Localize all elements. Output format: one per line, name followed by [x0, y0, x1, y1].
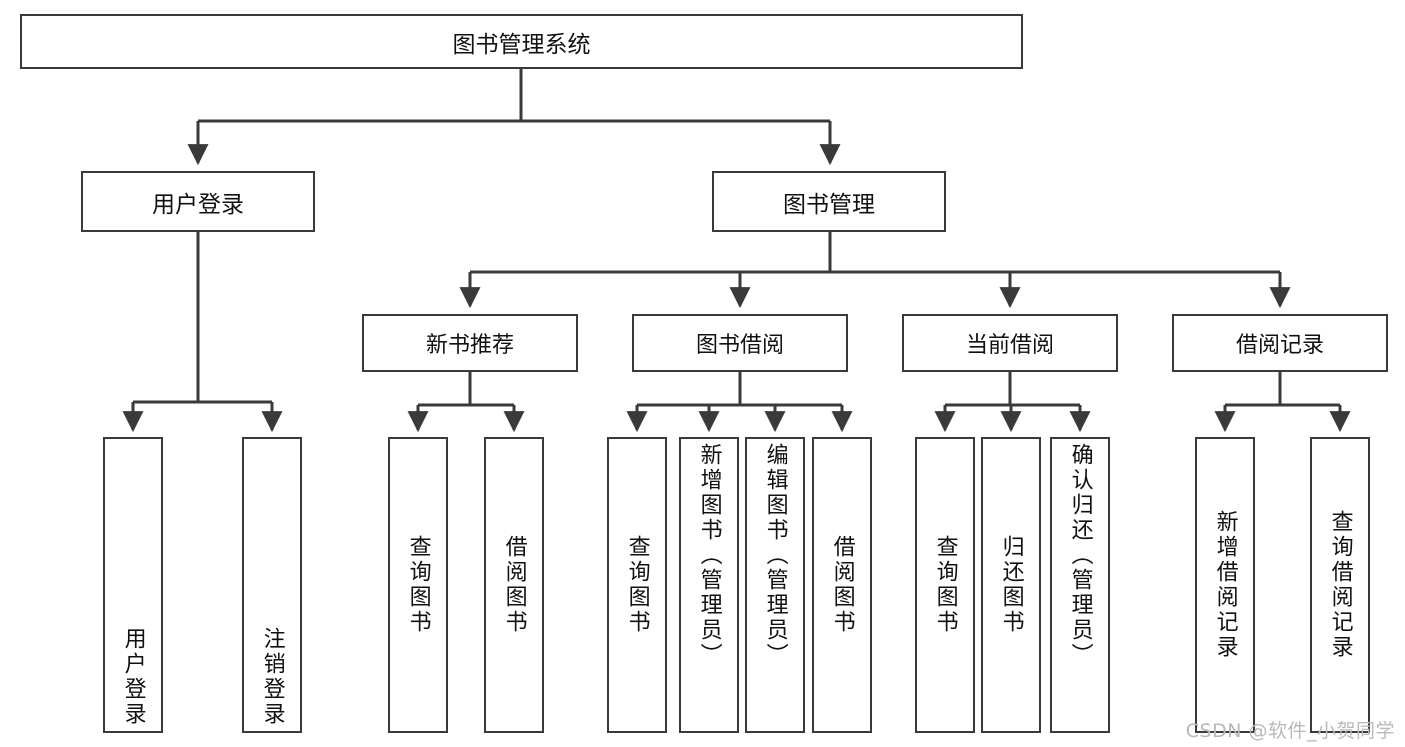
node-leaf-add-borrow-record-label: 新增借阅记录	[1212, 510, 1238, 660]
node-leaf-add-book-admin-label: 新增图书（管理员）	[696, 443, 722, 668]
node-borrow-record-label: 借阅记录	[1235, 333, 1324, 358]
node-leaf-query-book-borrow-label: 查询图书	[624, 535, 650, 635]
node-leaf-confirm-return-admin-label: 确认归还（管理员）	[1067, 443, 1093, 668]
node-new-book-recommend[interactable]: 新书推荐	[362, 314, 578, 372]
node-leaf-edit-book-admin[interactable]: 编辑图书（管理员）	[745, 437, 805, 733]
node-book-borrow-label: 图书借阅	[695, 333, 784, 358]
node-leaf-user-login[interactable]: 用户登录	[103, 437, 163, 733]
node-current-borrow[interactable]: 当前借阅	[902, 314, 1118, 372]
node-leaf-borrow-book-recommend[interactable]: 借阅图书	[484, 437, 544, 733]
node-book-management-label: 图书管理	[783, 191, 875, 218]
node-leaf-user-login-label: 用户登录	[120, 627, 146, 727]
node-book-management[interactable]: 图书管理	[712, 171, 946, 232]
node-user-login[interactable]: 用户登录	[81, 171, 315, 232]
node-leaf-user-logout[interactable]: 注销登录	[242, 437, 302, 733]
node-leaf-return-book-label: 归还图书	[998, 535, 1024, 635]
node-leaf-return-book[interactable]: 归还图书	[981, 437, 1041, 733]
node-leaf-borrow-book-recommend-label: 借阅图书	[501, 535, 527, 635]
node-book-borrow[interactable]: 图书借阅	[632, 314, 848, 372]
node-leaf-query-book-recommend[interactable]: 查询图书	[388, 437, 448, 733]
csdn-watermark: CSDN @软件_小贺同学	[1185, 720, 1395, 742]
node-leaf-query-book-current[interactable]: 查询图书	[915, 437, 975, 733]
node-leaf-confirm-return-admin[interactable]: 确认归还（管理员）	[1050, 437, 1110, 733]
node-leaf-user-logout-label: 注销登录	[259, 627, 285, 727]
node-borrow-record[interactable]: 借阅记录	[1172, 314, 1388, 372]
node-leaf-query-book-recommend-label: 查询图书	[405, 535, 431, 635]
node-leaf-query-book-borrow[interactable]: 查询图书	[607, 437, 667, 733]
node-current-borrow-label: 当前借阅	[965, 333, 1054, 358]
node-user-login-label: 用户登录	[152, 191, 244, 218]
node-root-label: 图书管理系统	[452, 31, 591, 58]
node-leaf-borrow-book-label: 借阅图书	[829, 535, 855, 635]
node-leaf-query-borrow-record[interactable]: 查询借阅记录	[1310, 437, 1370, 733]
node-leaf-query-borrow-record-label: 查询借阅记录	[1327, 510, 1353, 660]
node-leaf-borrow-book[interactable]: 借阅图书	[812, 437, 872, 733]
node-leaf-add-borrow-record[interactable]: 新增借阅记录	[1195, 437, 1255, 733]
node-new-book-recommend-label: 新书推荐	[425, 333, 514, 358]
node-leaf-query-book-current-label: 查询图书	[932, 535, 958, 635]
node-leaf-add-book-admin[interactable]: 新增图书（管理员）	[679, 437, 739, 733]
node-root[interactable]: 图书管理系统	[20, 14, 1023, 69]
node-leaf-edit-book-admin-label: 编辑图书（管理员）	[762, 443, 788, 668]
